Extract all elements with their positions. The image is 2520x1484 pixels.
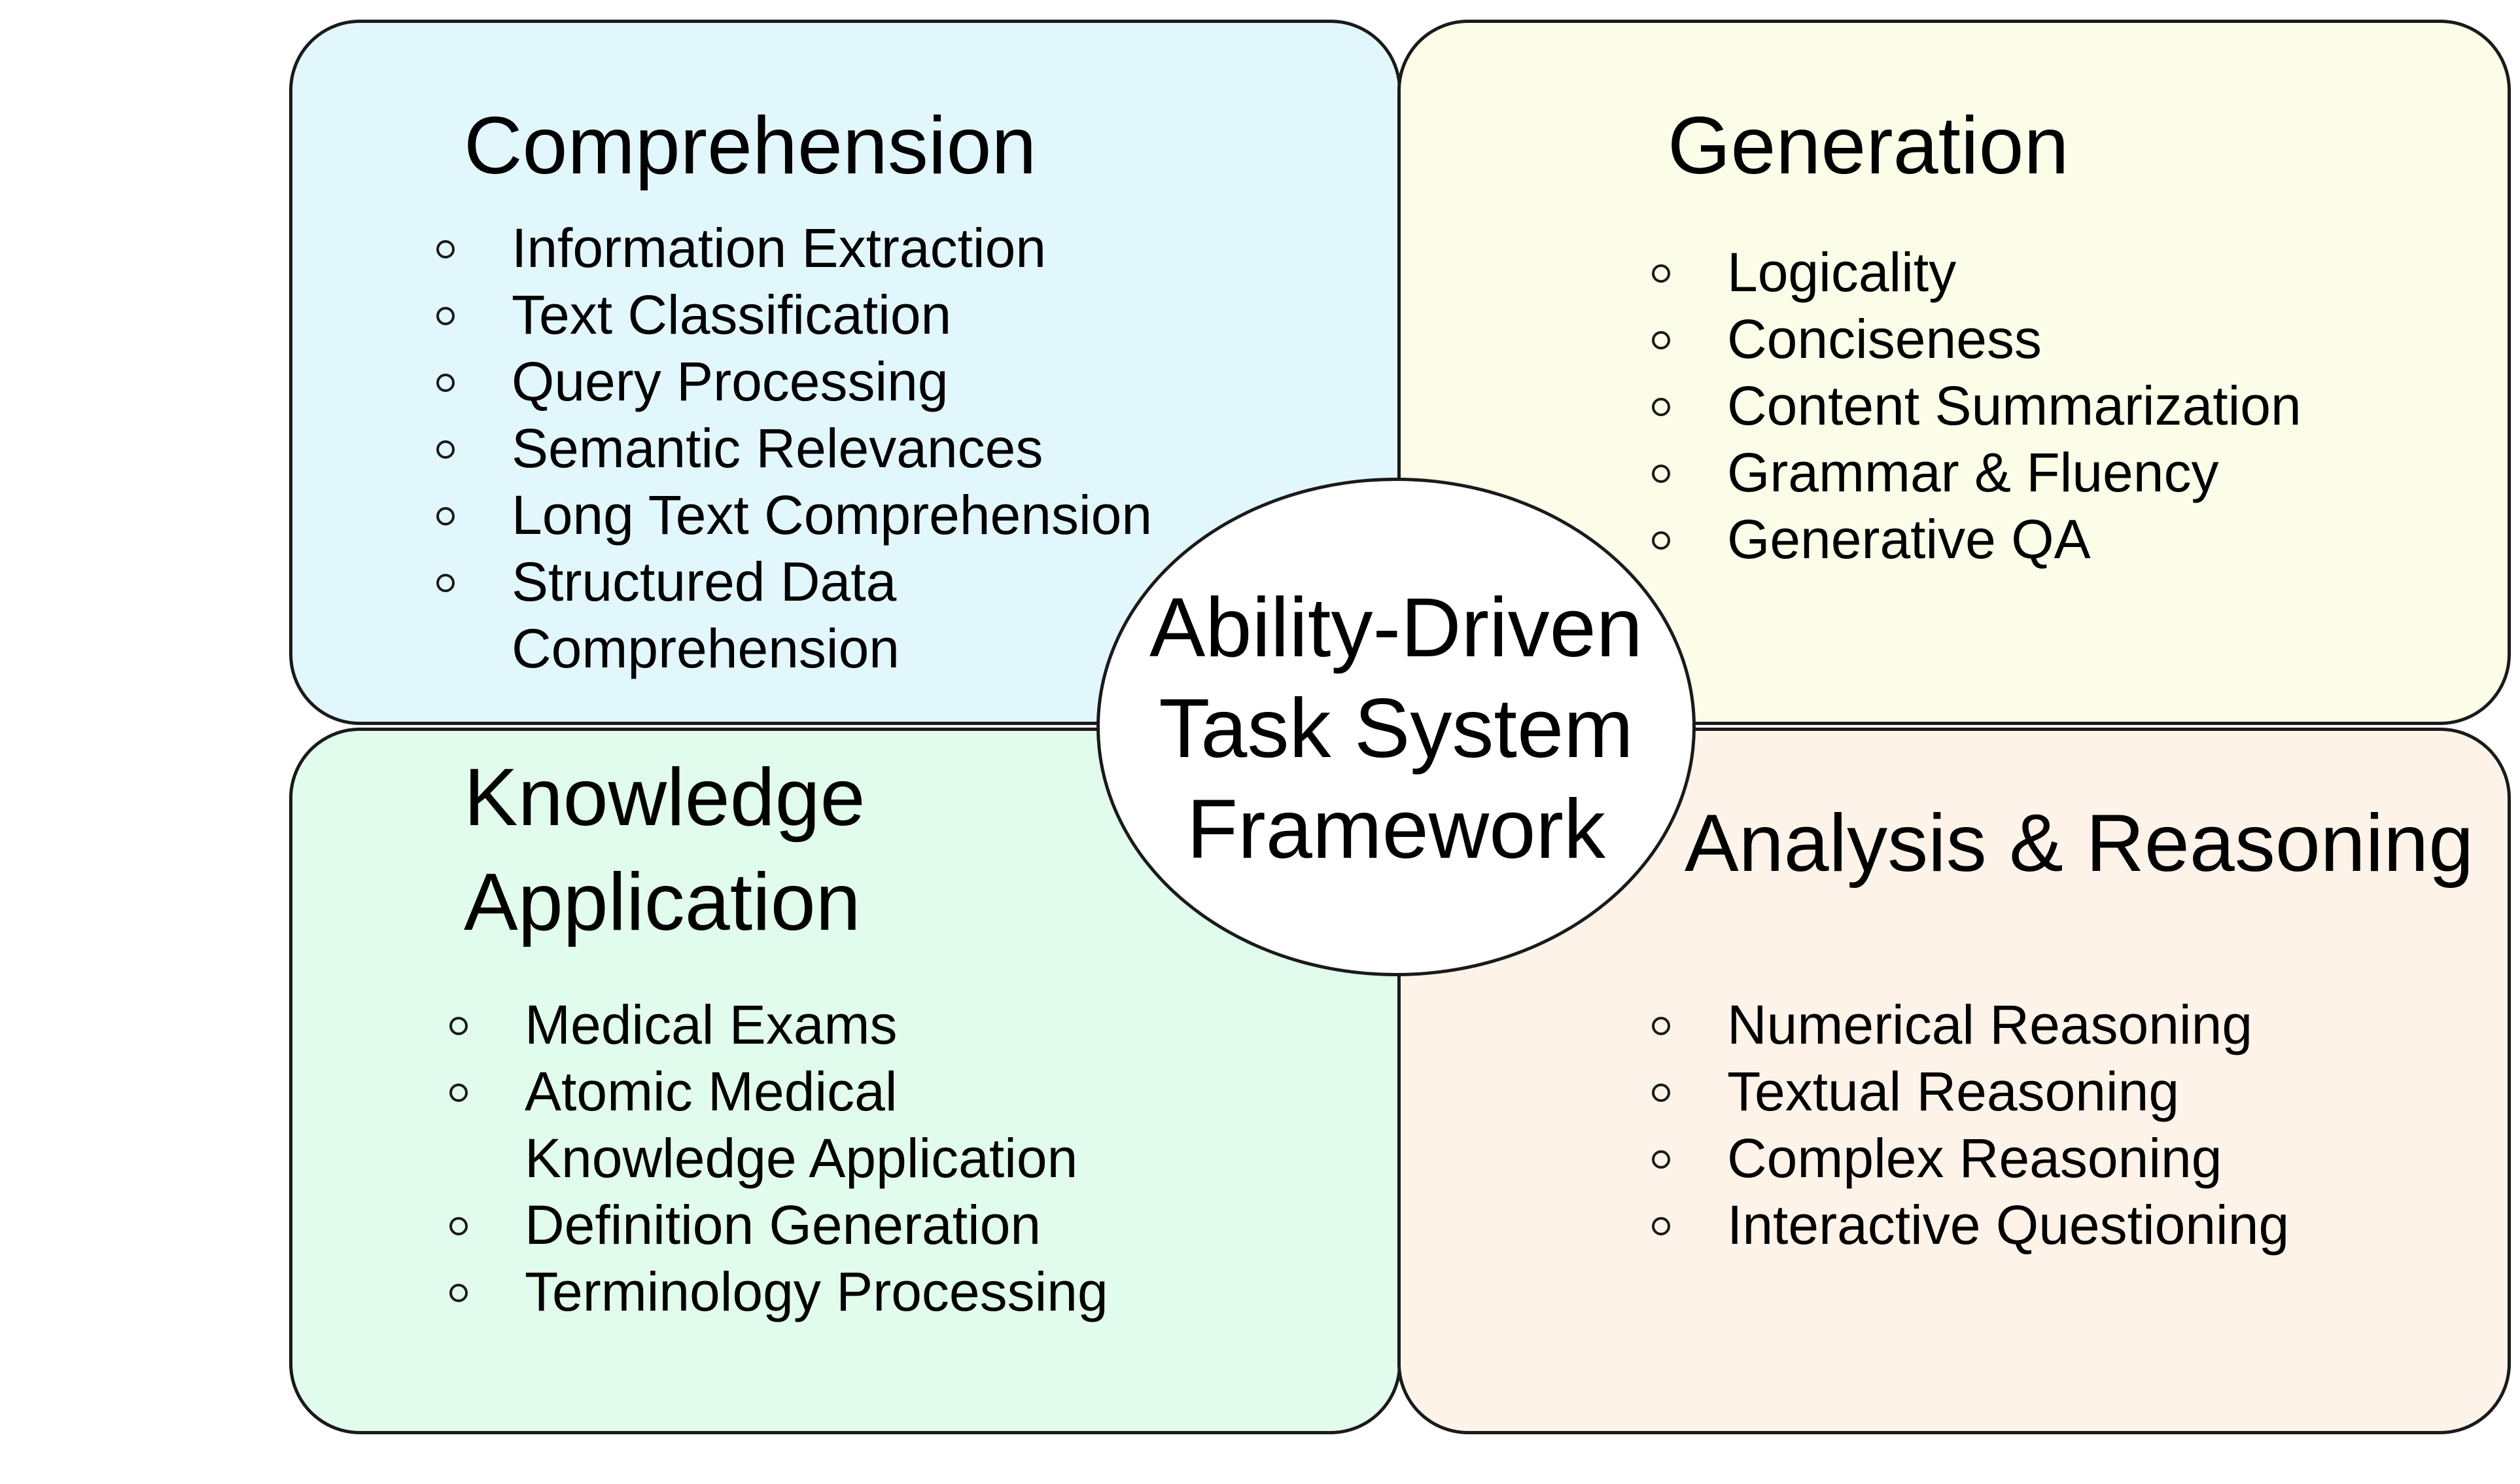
list-item: Logicality (1652, 239, 2437, 306)
bullet-icon (1652, 531, 1670, 550)
comprehension-panel: Comprehension Information Extraction Tex… (289, 20, 1401, 725)
analysis-reasoning-list: Numerical Reasoning Textual Reasoning Co… (1652, 991, 2437, 1258)
comprehension-list: Information Extraction Text Classificati… (436, 215, 1221, 682)
bullet-icon (1652, 1084, 1670, 1102)
bullet-icon (436, 240, 455, 258)
bullet-icon (436, 507, 455, 525)
list-item: Terminology Processing (449, 1258, 1234, 1325)
analysis-reasoning-title: Analysis & Reasoning (1685, 798, 2474, 889)
bullet-icon (449, 1217, 468, 1235)
list-item: Numerical Reasoning (1652, 991, 2437, 1058)
bullet-icon (1652, 465, 1670, 483)
list-item: Long Text Comprehension (436, 482, 1221, 548)
knowledge-application-title: Knowledge Application (464, 752, 866, 947)
list-item: Conciseness (1652, 306, 2437, 372)
bullet-icon (436, 374, 455, 392)
knowledge-application-panel: Knowledge Application Medical Exams Atom… (289, 728, 1401, 1434)
list-item: Textual Reasoning (1652, 1058, 2437, 1125)
bullet-icon (436, 440, 455, 459)
list-item: Semantic Relevances (436, 415, 1221, 482)
list-item: Complex Reasoning (1652, 1125, 2437, 1192)
bullet-icon (1652, 398, 1670, 416)
framework-title: Ability-Driven Task System Framework (1149, 581, 1643, 876)
bullet-icon (449, 1284, 468, 1302)
generation-list: Logicality Conciseness Content Summariza… (1652, 239, 2437, 573)
list-item: Structured Data Comprehension (436, 548, 917, 682)
list-item: Grammar & Fluency (1652, 439, 2437, 506)
list-item: Medical Exams (449, 991, 1234, 1058)
list-item: Information Extraction (436, 215, 1221, 281)
list-item: Content Summarization (1652, 372, 2437, 439)
list-item: Text Classification (436, 281, 1221, 348)
knowledge-application-list: Medical Exams Atomic Medical Knowledge A… (449, 991, 1234, 1325)
bullet-icon (436, 574, 455, 592)
list-item: Generative QA (1652, 506, 2437, 573)
list-item: Atomic Medical Knowledge Application (449, 1058, 1153, 1192)
bullet-icon (449, 1084, 468, 1102)
bullet-icon (1652, 264, 1670, 283)
list-item: Query Processing (436, 348, 1221, 415)
bullet-icon (436, 307, 455, 325)
list-item: Definition Generation (449, 1192, 1234, 1258)
comprehension-title: Comprehension (464, 101, 1037, 191)
center-ellipse: Ability-Driven Task System Framework (1096, 478, 1696, 976)
bullet-icon (1652, 1217, 1670, 1235)
bullet-icon (1652, 1017, 1670, 1035)
bullet-icon (449, 1017, 468, 1035)
bullet-icon (1652, 331, 1670, 349)
generation-title: Generation (1668, 101, 2069, 191)
list-item: Interactive Questioning (1652, 1192, 2437, 1258)
bullet-icon (1652, 1150, 1670, 1169)
